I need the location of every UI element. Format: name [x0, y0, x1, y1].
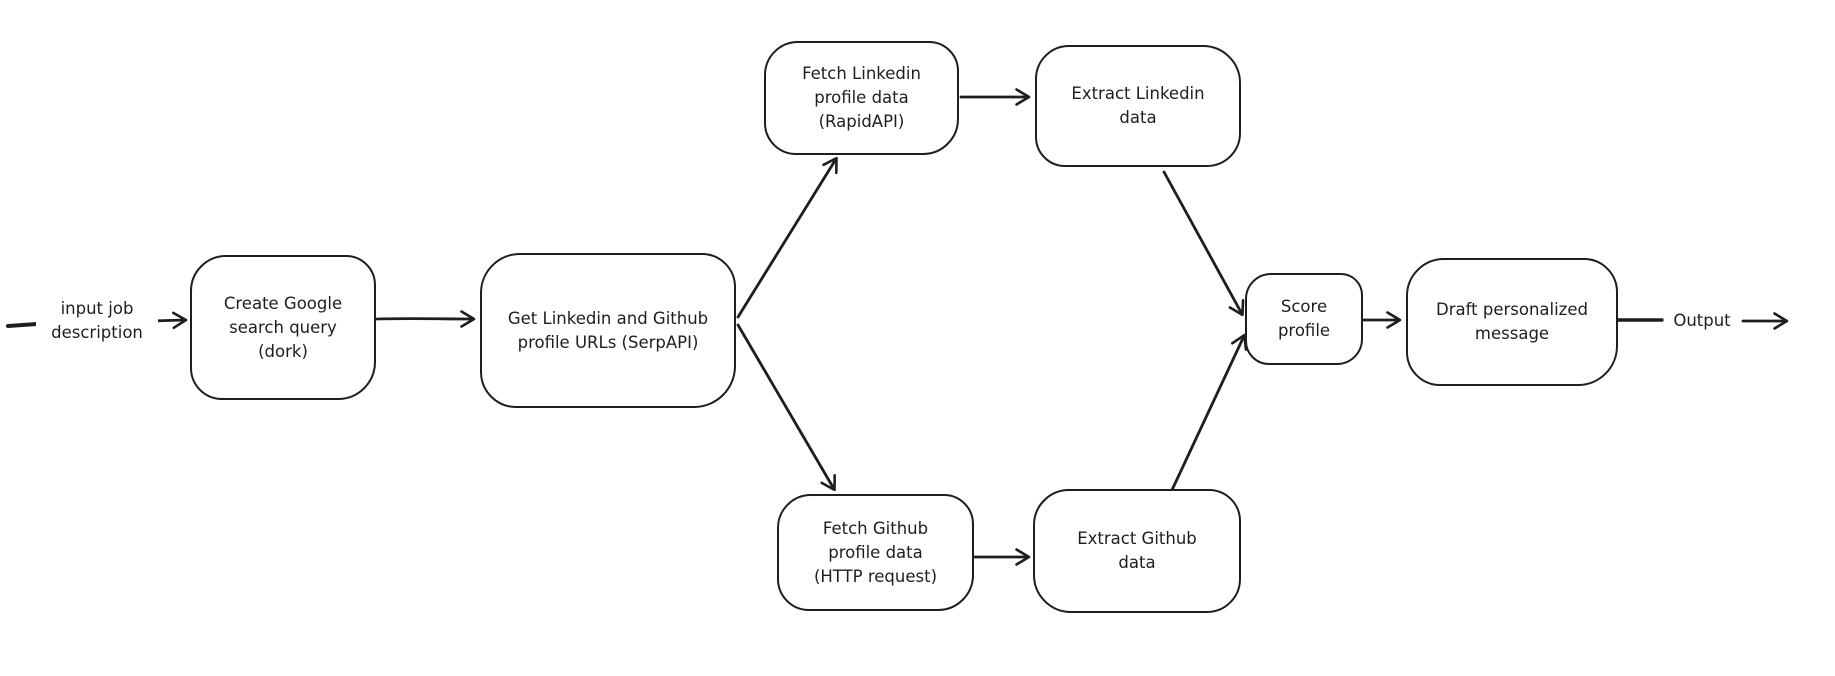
node-label: Draft personalized message: [1436, 300, 1588, 343]
node-label: Create Google search query (dork): [223, 293, 343, 361]
node-extract-linkedin-data[interactable]: Extract Linkedin data: [1035, 45, 1241, 167]
node-get-profile-urls[interactable]: Get Linkedin and Github profile URLs (Se…: [480, 253, 736, 408]
edge-input-stub[interactable]: [6, 322, 39, 328]
input-job-description-label[interactable]: input job description: [36, 296, 158, 346]
input-job-description-text: input job description: [51, 299, 143, 342]
edge-get-urls-to-fetch-linkedin[interactable]: [736, 156, 838, 319]
node-label: Fetch Github profile data (HTTP request): [813, 518, 938, 586]
node-create-google-search-query[interactable]: Create Google search query (dork): [190, 255, 376, 400]
edge-get-urls-to-fetch-github[interactable]: [736, 323, 836, 492]
node-label: Get Linkedin and Github profile URLs (Se…: [507, 308, 709, 352]
node-label: Score profile: [1277, 297, 1331, 340]
node-score-profile[interactable]: Score profile: [1245, 273, 1363, 365]
edge-extract-github-to-score[interactable]: [1170, 333, 1248, 492]
node-label: Extract Github data: [1077, 529, 1197, 572]
node-fetch-github-profile-data[interactable]: Fetch Github profile data (HTTP request): [777, 494, 974, 611]
node-label: Extract Linkedin data: [1071, 84, 1205, 127]
output-label[interactable]: Output: [1664, 308, 1740, 334]
node-draft-personalized-message[interactable]: Draft personalized message: [1406, 258, 1618, 386]
edge-extract-linkedin-to-score[interactable]: [1162, 170, 1245, 317]
node-label: Fetch Linkedin profile data (RapidAPI): [802, 64, 921, 131]
node-fetch-linkedin-profile-data[interactable]: Fetch Linkedin profile data (RapidAPI): [764, 41, 959, 155]
node-extract-github-data[interactable]: Extract Github data: [1033, 489, 1241, 613]
output-text: Output: [1673, 311, 1731, 330]
